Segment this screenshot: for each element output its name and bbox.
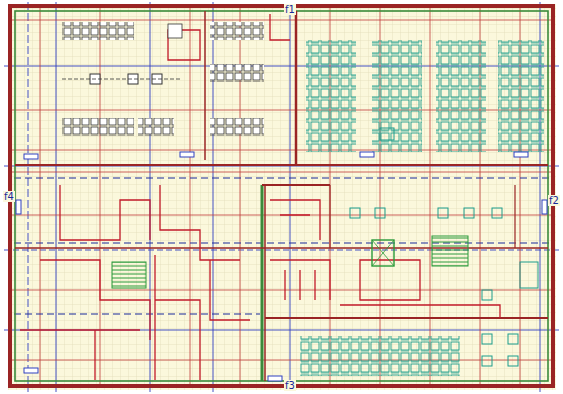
axis-label: f2: [548, 195, 560, 206]
fixtures: [16, 152, 547, 381]
axis-label: f1: [284, 4, 296, 15]
axis-lines: [4, 2, 559, 392]
axis-label: f3: [284, 380, 296, 391]
axis-label: f4: [3, 191, 15, 202]
ground: [8, 4, 556, 390]
corridor-lines: [14, 178, 550, 314]
columns: [350, 208, 538, 366]
grid-lines: [10, 6, 553, 386]
walls: [10, 6, 553, 386]
service-walls: [20, 14, 500, 380]
stairs: [112, 236, 468, 288]
seating: [300, 40, 544, 376]
desk-rows: [62, 22, 264, 136]
